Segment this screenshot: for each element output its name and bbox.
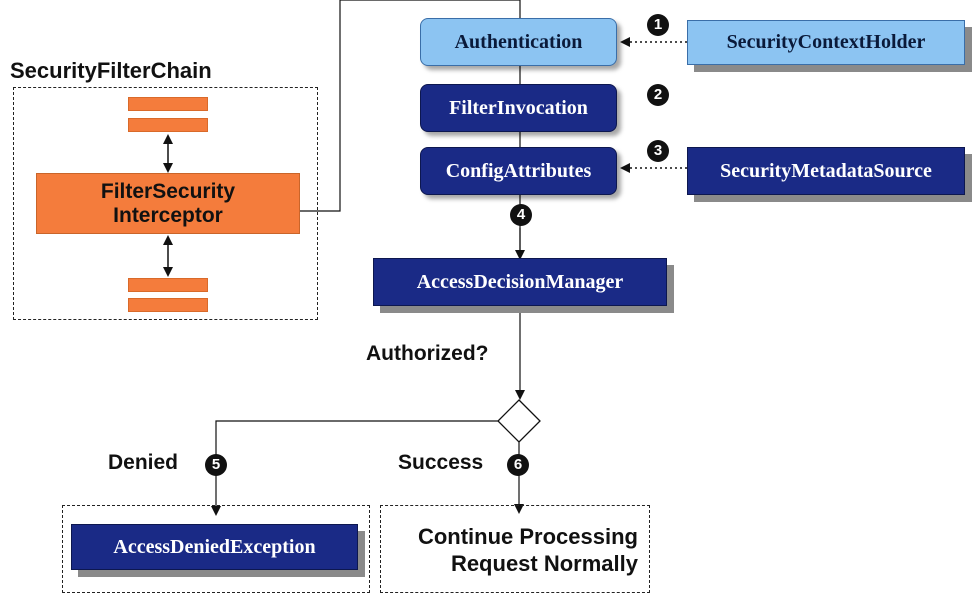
- filter-invocation-node: FilterInvocation: [420, 84, 617, 132]
- interceptor-line-1: FilterSecurity: [100, 180, 236, 203]
- access-denied-exception-node: AccessDeniedException: [71, 524, 358, 570]
- security-metadata-source-node: SecurityMetadataSource: [687, 147, 965, 195]
- config-attributes-node: ConfigAttributes: [420, 147, 617, 195]
- interceptor-line-2: Interceptor: [113, 204, 223, 227]
- security-filter-chain-box: [13, 87, 318, 320]
- denied-path: [211, 420, 498, 516]
- authorized-question-label: Authorized?: [366, 342, 489, 365]
- decision-diamond: [497, 399, 541, 443]
- continue-processing-text: Continue Processing Request Normally: [384, 523, 638, 577]
- denied-label: Denied: [108, 451, 179, 474]
- access-decision-manager-node: AccessDecisionManager: [373, 258, 667, 306]
- filter-bar: [128, 298, 208, 312]
- security-filter-chain-title: SecurityFilterChain: [10, 58, 212, 83]
- security-context-holder-node: SecurityContextHolder: [687, 20, 965, 65]
- continue-line-1: Continue Processing: [417, 524, 638, 549]
- step-4-badge: 4: [510, 204, 532, 226]
- filter-bar: [128, 278, 208, 292]
- step-5-badge: 5: [205, 454, 227, 476]
- filter-security-interceptor: FilterSecurity Interceptor: [36, 173, 300, 234]
- filter-bar: [128, 118, 208, 132]
- authentication-node: Authentication: [420, 18, 617, 66]
- step-3-badge: 3: [647, 140, 669, 162]
- step-1-badge: 1: [647, 14, 669, 36]
- step-6-badge: 6: [507, 454, 529, 476]
- step-2-badge: 2: [647, 84, 669, 106]
- success-label: Success: [398, 451, 484, 474]
- continue-line-2: Request Normally: [450, 551, 638, 576]
- filter-bar: [128, 97, 208, 111]
